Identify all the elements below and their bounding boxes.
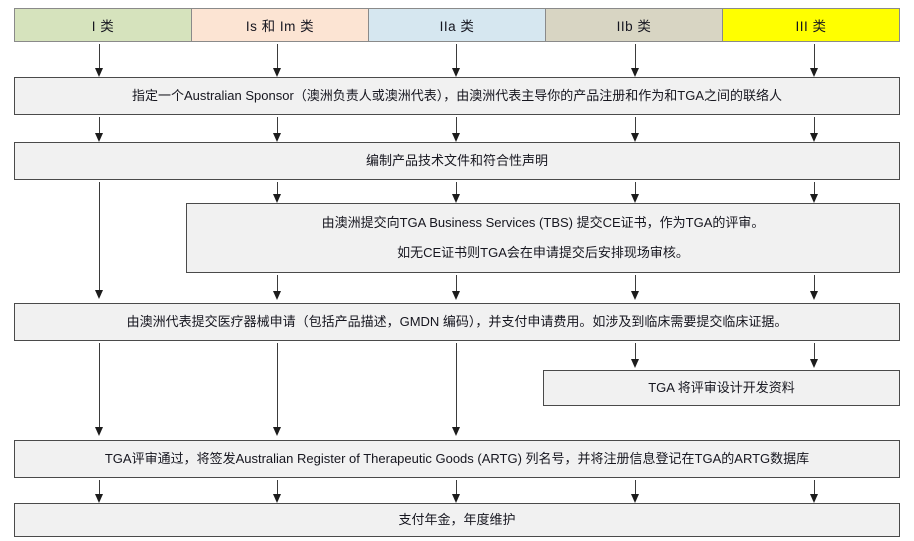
connector-arrow <box>273 68 281 77</box>
connector-arrow <box>273 194 281 203</box>
step-box-application: 由澳洲代表提交医疗器械申请（包括产品描述，GMDN 编码），并支付申请费用。如涉… <box>14 303 900 341</box>
connector-arrow <box>95 494 103 503</box>
connector-arrow <box>273 133 281 142</box>
connector-arrow <box>95 133 103 142</box>
step-text-tbs-line2: 如无CE证书则TGA会在申请提交后安排现场审核。 <box>397 245 689 260</box>
connector-line <box>814 44 815 70</box>
connector-arrow <box>452 427 460 436</box>
connector-line <box>277 182 278 196</box>
connector-line <box>635 44 636 70</box>
step-box-technical-file: 编制产品技术文件和符合性声明 <box>14 142 900 180</box>
connector-line <box>99 480 100 496</box>
connector-line-bypass-class1 <box>99 182 100 292</box>
connector-line <box>814 275 815 295</box>
connector-line <box>635 480 636 496</box>
connector-arrow <box>452 68 460 77</box>
step-box-sponsor: 指定一个Australian Sponsor（澳洲负责人或澳洲代表），由澳洲代表… <box>14 77 900 115</box>
connector-arrow <box>452 291 460 300</box>
connector-line <box>814 480 815 496</box>
step-box-tbs-submission: 由澳洲提交向TGA Business Services (TBS) 提交CE证书… <box>186 203 900 273</box>
step-text-tbs-line1: 由澳洲提交向TGA Business Services (TBS) 提交CE证书… <box>321 215 765 231</box>
connector-line-bypass-class-is-im <box>277 343 278 429</box>
step-box-design-review: TGA 将评审设计开发资料 <box>543 370 900 406</box>
connector-arrow <box>810 359 818 368</box>
connector-line <box>456 117 457 135</box>
connector-arrow <box>273 427 281 436</box>
connector-arrow <box>810 133 818 142</box>
connector-arrow <box>631 133 639 142</box>
category-cell-class-2a: IIa 类 <box>368 8 546 42</box>
connector-line <box>456 182 457 196</box>
connector-line <box>814 117 815 135</box>
connector-line <box>277 480 278 496</box>
connector-arrow <box>810 68 818 77</box>
connector-arrow <box>452 494 460 503</box>
category-header-row: I 类 Is 和 Im 类 IIa 类 IIb 类 III 类 <box>14 8 900 42</box>
connector-arrow <box>631 494 639 503</box>
connector-arrow <box>810 291 818 300</box>
step-text-artg: TGA评审通过，将签发Australian Register of Therap… <box>104 451 810 467</box>
connector-arrow <box>631 194 639 203</box>
connector-line <box>814 182 815 196</box>
connector-arrow <box>273 291 281 300</box>
category-cell-class-is-im: Is 和 Im 类 <box>191 8 369 42</box>
connector-arrow <box>631 291 639 300</box>
connector-line <box>456 275 457 295</box>
connector-arrow <box>95 68 103 77</box>
connector-line <box>277 275 278 295</box>
step-text-sponsor: 指定一个Australian Sponsor（澳洲负责人或澳洲代表），由澳洲代表… <box>131 88 783 104</box>
connector-line <box>635 343 636 363</box>
connector-arrow <box>95 427 103 436</box>
connector-arrow <box>631 68 639 77</box>
category-cell-class-1: I 类 <box>14 8 192 42</box>
connector-arrow <box>452 194 460 203</box>
connector-arrow <box>95 290 103 299</box>
connector-line <box>814 343 815 363</box>
connector-line <box>277 117 278 135</box>
connector-arrow <box>810 194 818 203</box>
connector-line <box>277 44 278 70</box>
connector-arrow <box>273 494 281 503</box>
step-text-application: 由澳洲代表提交医疗器械申请（包括产品描述，GMDN 编码），并支付申请费用。如涉… <box>126 314 788 330</box>
connector-arrow <box>810 494 818 503</box>
connector-line <box>99 44 100 70</box>
connector-arrow <box>631 359 639 368</box>
connector-line <box>456 44 457 70</box>
category-cell-class-2b: IIb 类 <box>545 8 723 42</box>
connector-line-bypass-class-2a <box>456 343 457 429</box>
step-text-technical-file: 编制产品技术文件和符合性声明 <box>365 153 548 169</box>
connector-line <box>635 117 636 135</box>
connector-line <box>99 117 100 135</box>
connector-line-bypass-class1 <box>99 343 100 429</box>
step-box-annual-fee: 支付年金，年度维护 <box>14 503 900 537</box>
step-text-design-review: TGA 将评审设计开发资料 <box>648 380 795 396</box>
connector-arrow <box>452 133 460 142</box>
connector-line <box>635 182 636 196</box>
connector-line <box>456 480 457 496</box>
step-text-annual-fee: 支付年金，年度维护 <box>398 512 516 528</box>
step-box-artg-listing: TGA评审通过，将签发Australian Register of Therap… <box>14 440 900 478</box>
category-cell-class-3: III 类 <box>722 8 900 42</box>
connector-line <box>635 275 636 295</box>
